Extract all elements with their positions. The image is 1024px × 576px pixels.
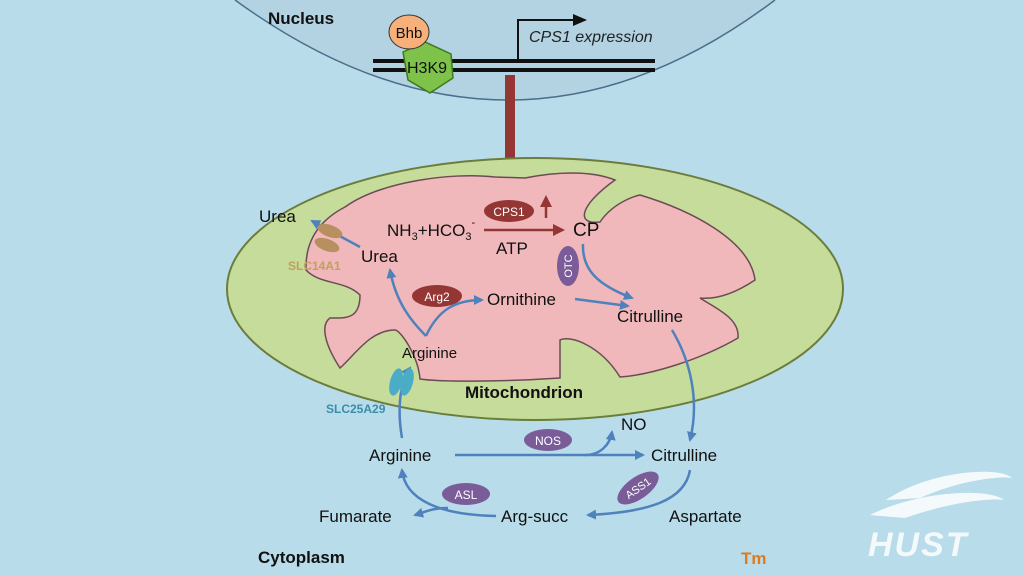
mitochondrion-label: Mitochondrion xyxy=(465,383,583,402)
cps1-enzyme-label: CPS1 xyxy=(493,205,525,219)
arg-succ-label: Arg-succ xyxy=(501,507,569,526)
argsucc-to-arginine-arrow xyxy=(397,468,497,518)
otc-enzyme xyxy=(557,246,579,286)
slc25a29-transporter-a xyxy=(389,368,403,396)
nos-enzyme xyxy=(524,429,572,451)
arginine-to-ornithine-arrow xyxy=(424,295,484,337)
ornithine-label: Ornithine xyxy=(487,290,556,309)
slc14a1-label: SLC14A1 xyxy=(288,259,341,273)
no-label: NO xyxy=(621,415,647,434)
nh3-hco3-substrate: NH3+HCO3- xyxy=(387,217,476,243)
hust-logo-text: HUST xyxy=(868,526,970,564)
mito-arginine-label: Arginine xyxy=(402,345,457,362)
bhb-label: Bhb xyxy=(396,25,423,42)
cp-label: CP xyxy=(573,220,599,241)
slc25a29-label: SLC25A29 xyxy=(326,402,386,416)
ornithine-to-citrulline-arrow xyxy=(574,297,630,310)
cytoplasm-label: Cytoplasm xyxy=(258,548,345,567)
slc14a1-transporter-bottom xyxy=(314,237,340,253)
mito-citrulline-label: Citrulline xyxy=(617,307,683,326)
atp-label: ATP xyxy=(496,239,528,258)
cps1-expression-label: CPS1 expression xyxy=(529,29,653,46)
h3k9-label: H3K9 xyxy=(407,60,447,77)
arginine-to-urea-arrow xyxy=(386,268,427,337)
tm-mark: Tm xyxy=(741,549,767,568)
argsucc-to-fumarate-arrow xyxy=(413,506,449,518)
aspartate-label: Aspartate xyxy=(669,507,742,526)
mito-urea-label: Urea xyxy=(361,247,398,266)
slc14a1-transporter-top xyxy=(317,223,343,239)
arg2-enzyme xyxy=(412,285,462,307)
cyto-urea-label: Urea xyxy=(259,207,296,226)
bhb-modification xyxy=(388,14,430,50)
nucleus-label: Nucleus xyxy=(268,9,334,28)
cp-to-citrulline-arrow xyxy=(581,243,634,300)
otc-enzyme-label: OTC xyxy=(563,254,575,277)
citrulline-export-arrow xyxy=(670,329,697,442)
cps1-enzyme xyxy=(484,200,534,222)
cyto-arginine-label: Arginine xyxy=(369,446,431,465)
asl-enzyme-label: ASL xyxy=(455,488,478,502)
arg2-enzyme-label: Arg2 xyxy=(424,290,450,304)
asl-enzyme xyxy=(442,483,490,505)
citrulline-to-argsucc-arrow xyxy=(586,469,692,520)
ass1-enzyme xyxy=(617,471,659,505)
nos-enzyme-label: NOS xyxy=(535,434,561,448)
transcription-arrow xyxy=(517,14,587,61)
cyto-citrulline-label: Citrulline xyxy=(651,446,717,465)
slc25a29-transporter-b xyxy=(400,368,414,396)
fumarate-label: Fumarate xyxy=(319,507,392,526)
no-product-arrow xyxy=(584,430,616,457)
hust-logo: HUST xyxy=(868,471,1012,564)
cps1-induction-shaft xyxy=(505,75,515,188)
